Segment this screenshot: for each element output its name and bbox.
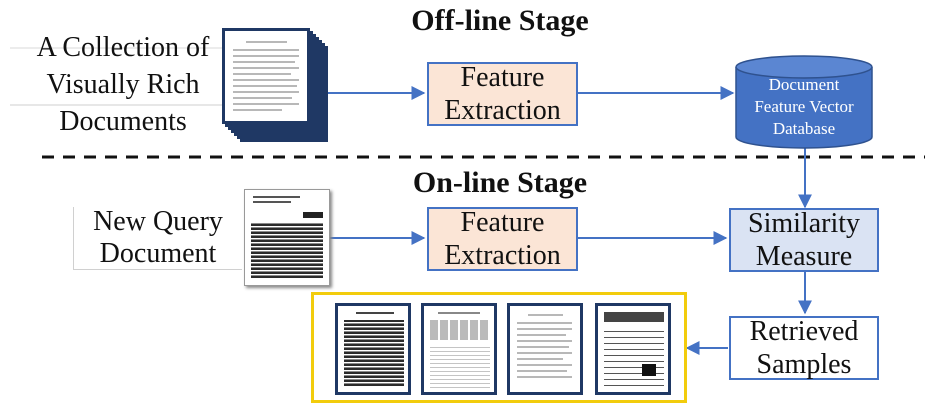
similarity-label-line: Measure: [755, 241, 853, 272]
retrieved-document-thumbnail: [421, 303, 497, 395]
offline-stage-title: Off-line Stage: [411, 4, 589, 37]
database-cylinder-icon: [735, 55, 873, 149]
similarity-measure-box: Similarity Measure: [729, 208, 879, 272]
stacked-document-front-page: [222, 28, 310, 124]
retrieved-samples-box: Retrieved Samples: [729, 316, 879, 380]
collection-label-line: Documents: [59, 106, 187, 137]
retrieved-label-line: Retrieved: [749, 316, 859, 347]
database-label: Document Feature Vector Database: [734, 74, 874, 140]
feature-extraction-label-line: Extraction: [444, 240, 561, 271]
query-document-thumbnail: [244, 189, 330, 286]
feature-extraction-label-line: Feature: [460, 62, 545, 93]
feature-extraction-label-line: Extraction: [444, 95, 561, 126]
document-stack: [222, 28, 330, 142]
collection-label: A Collection of Visually Rich Documents: [8, 29, 238, 140]
retrieved-label-line: Samples: [756, 349, 852, 380]
database-label-line: Feature Vector: [754, 97, 854, 116]
query-label-line: Document: [99, 238, 217, 269]
new-query-document-label: New Query Document: [73, 206, 242, 270]
similarity-label-line: Similarity: [748, 208, 860, 239]
online-feature-extraction-box: Feature Extraction: [427, 207, 578, 271]
query-label-line: New Query: [93, 206, 223, 237]
database-label-line: Document: [768, 75, 840, 94]
online-stage-title: On-line Stage: [412, 166, 588, 199]
offline-feature-extraction-box: Feature Extraction: [427, 62, 578, 126]
database-label-line: Database: [772, 119, 836, 138]
retrieved-results-frame: [311, 292, 687, 403]
collection-label-line: A Collection of: [36, 32, 210, 63]
retrieved-document-thumbnail: [335, 303, 411, 395]
collection-label-line: Visually Rich: [46, 69, 200, 100]
retrieved-document-thumbnail: [595, 303, 671, 395]
retrieved-document-thumbnail: [507, 303, 583, 395]
feature-extraction-label-line: Feature: [460, 207, 545, 238]
